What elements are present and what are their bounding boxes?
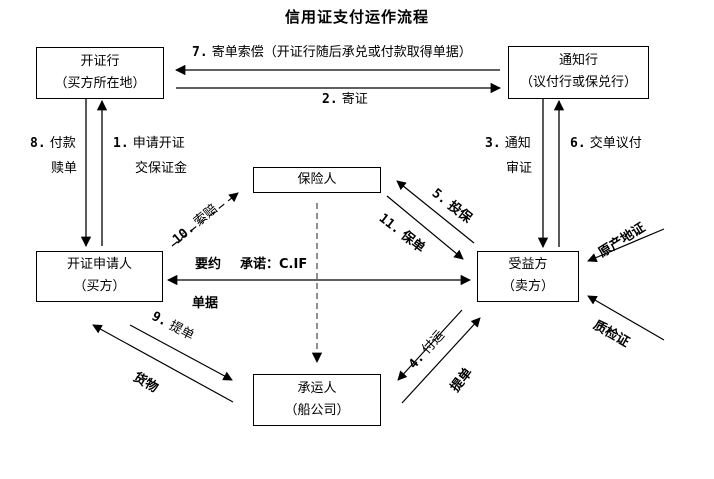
edge-2-label: 2. 寄证 — [322, 92, 368, 107]
edge-6-label: 6. 交单议付 — [570, 136, 642, 151]
node-insurer-name: 保险人 — [297, 172, 337, 187]
contract-docs-label: 单据 — [192, 296, 219, 311]
edge-inspection-cert-arrow — [587, 295, 665, 341]
node-carrier[interactable]: 承运人 （船公司） — [253, 374, 381, 426]
edge-8-label: 8. 付款 — [30, 136, 76, 151]
edge-3-label-2: 审证 — [506, 161, 533, 176]
node-carrier-note: （船公司） — [284, 403, 350, 418]
node-advising-bank-name: 通知行 — [558, 53, 598, 68]
node-beneficiary-name: 受益方 — [508, 257, 548, 272]
edge-1-label-2: 交保证金 — [135, 161, 188, 176]
edge-3-label: 3. 通知 — [485, 136, 531, 151]
node-issuing-bank-note: （买方所在地） — [54, 76, 146, 91]
edge-9-arrow — [129, 324, 233, 381]
edge-8-label-2: 赎单 — [51, 161, 78, 176]
node-issuing-bank[interactable]: 开证行 （买方所在地） — [36, 47, 164, 99]
node-beneficiary-note: （卖方） — [501, 279, 554, 294]
edge-bl-arrow — [401, 317, 481, 404]
edge-11-arrow — [386, 195, 464, 260]
node-carrier-name: 承运人 — [297, 381, 337, 396]
node-applicant[interactable]: 开证申请人 （买方） — [36, 251, 163, 302]
contract-promise-label: 承诺：C.IF — [240, 257, 308, 272]
edge-7-label: 7. 寄单索偿（开证行随后承兑或付款取得单据） — [192, 45, 472, 60]
node-issuing-bank-name: 开证行 — [80, 54, 120, 69]
edge-1-label: 1. 申请开证 — [113, 136, 185, 151]
edge-origin-cert-arrow — [587, 228, 665, 263]
node-advising-bank[interactable]: 通知行 （议付行或保兑行） — [508, 46, 649, 99]
edge-5-arrow — [396, 180, 475, 244]
node-applicant-note: （买方） — [73, 279, 126, 294]
edge-4-arrow — [397, 309, 463, 381]
edge-10-arrow — [171, 192, 239, 247]
diagram-title: 信用证支付运作流程 — [284, 8, 429, 26]
node-beneficiary[interactable]: 受益方 （卖方） — [477, 251, 579, 302]
node-applicant-name: 开证申请人 — [66, 257, 132, 272]
node-insurer[interactable]: 保险人 — [253, 167, 381, 193]
contract-offer-label: 要约 — [195, 257, 222, 272]
node-advising-bank-note: （议付行或保兑行） — [519, 75, 637, 90]
edge-goods-arrow — [92, 324, 234, 403]
